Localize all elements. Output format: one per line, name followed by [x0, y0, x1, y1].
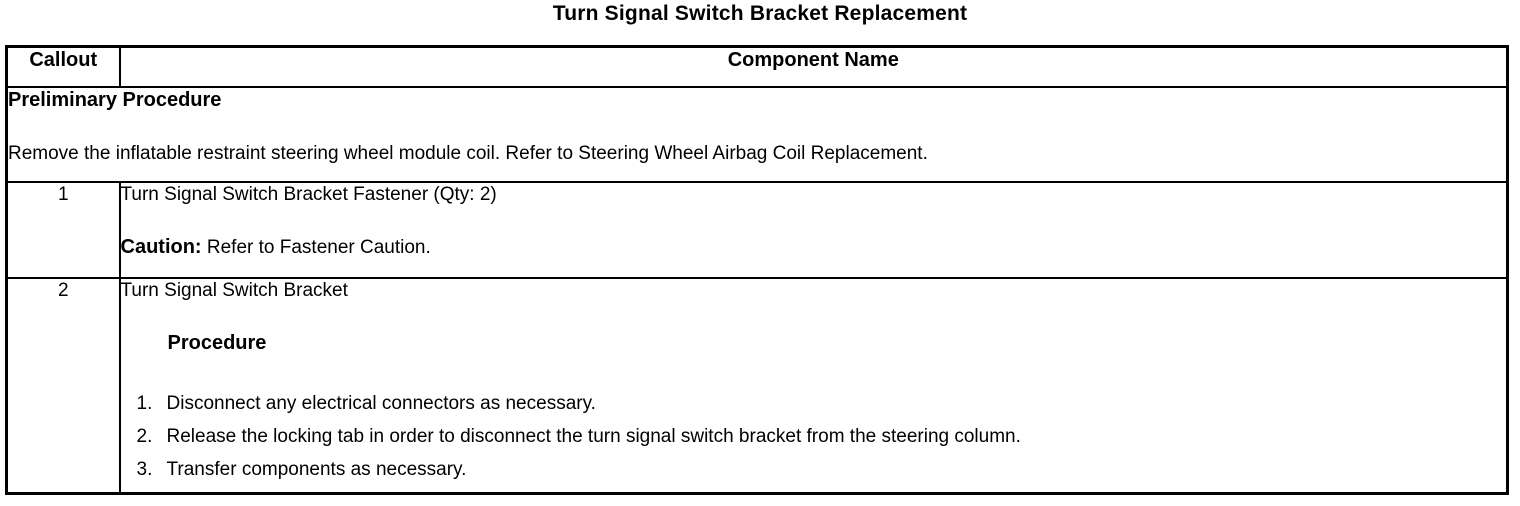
preliminary-procedure-row: Preliminary Procedure Remove the inflata…	[5, 86, 1509, 183]
column-header-callout: Callout	[5, 45, 121, 88]
procedure-heading: Procedure	[167, 332, 267, 354]
column-header-component-name: Component Name	[118, 45, 1509, 88]
component-cell: Turn Signal Switch Bracket Fastener (Qty…	[118, 181, 1509, 279]
callout-number: 1	[5, 181, 121, 279]
caution-note: Caution: Refer to Fastener Caution.	[121, 235, 1507, 260]
procedure-step-list: 1. Disconnect any electrical connectors …	[121, 387, 1507, 486]
step-text: Transfer components as necessary.	[166, 459, 467, 480]
step-text: Disconnect any electrical connectors as …	[166, 393, 596, 414]
preliminary-procedure-text: Remove the inflatable restraint steering…	[8, 143, 928, 164]
table-row: 2 Turn Signal Switch Bracket Procedure 1…	[5, 277, 1509, 495]
table-header-row: Callout Component Name	[5, 45, 1509, 88]
component-cell: Turn Signal Switch Bracket Procedure 1. …	[118, 277, 1509, 495]
step-number: 2.	[136, 426, 153, 447]
step-text: Release the locking tab in order to disc…	[166, 426, 1021, 447]
caution-text: Refer to Fastener Caution.	[201, 237, 431, 258]
component-table: Callout Component Name Preliminary Proce…	[5, 45, 1509, 495]
callout-number: 2	[5, 277, 121, 495]
procedure-step: 2. Release the locking tab in order to d…	[121, 420, 1507, 453]
step-number: 3.	[136, 459, 153, 480]
procedure-step: 1. Disconnect any electrical connectors …	[121, 387, 1507, 420]
step-number: 1.	[136, 393, 153, 414]
table-row: 1 Turn Signal Switch Bracket Fastener (Q…	[5, 181, 1509, 279]
component-name-text: Turn Signal Switch Bracket Fastener (Qty…	[120, 184, 497, 205]
preliminary-procedure-heading: Preliminary Procedure	[8, 89, 222, 111]
caution-label: Caution:	[120, 236, 202, 258]
component-name-text: Turn Signal Switch Bracket	[120, 280, 348, 301]
preliminary-procedure-cell: Preliminary Procedure Remove the inflata…	[5, 86, 1509, 183]
procedure-step: 3. Transfer components as necessary.	[121, 453, 1507, 486]
page-title: Turn Signal Switch Bracket Replacement	[552, 2, 968, 25]
